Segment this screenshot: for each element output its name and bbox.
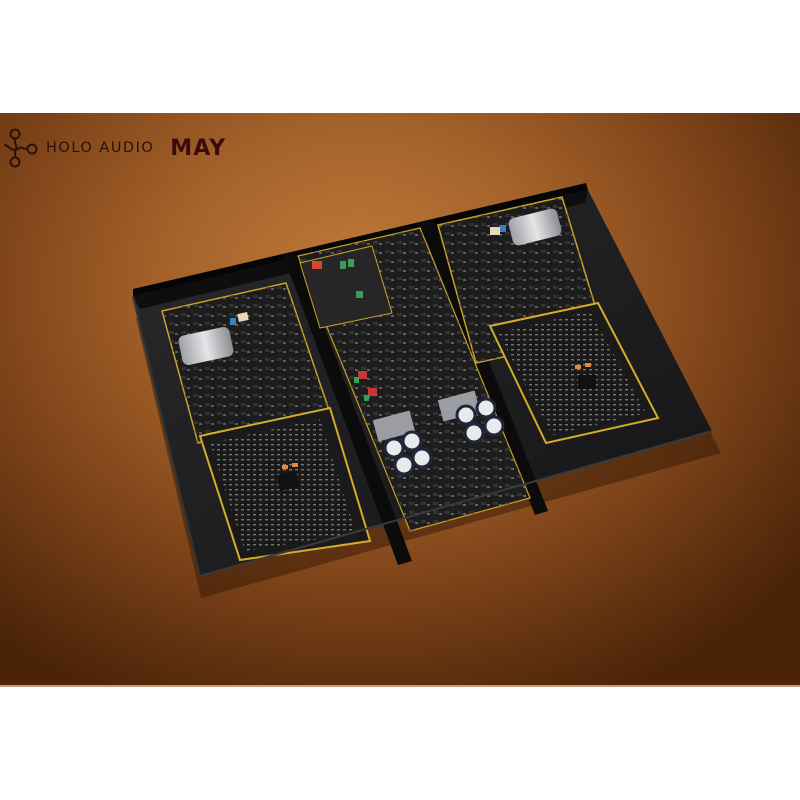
product-photo: HOLO AUDIO MAY [0,113,800,687]
model-name: MAY [170,135,227,161]
brand-logo: HOLO AUDIO MAY [4,128,226,168]
left-film-capacitor [178,327,234,365]
dac-chassis [132,183,721,598]
brand-name: HOLO AUDIO [46,140,155,156]
usb-module [299,245,393,329]
holo-audio-logo-icon [4,128,38,168]
right-divider [420,220,548,515]
center-capacitor-bank [383,397,505,476]
left-divider [283,252,412,565]
right-film-capacitor [508,208,562,246]
